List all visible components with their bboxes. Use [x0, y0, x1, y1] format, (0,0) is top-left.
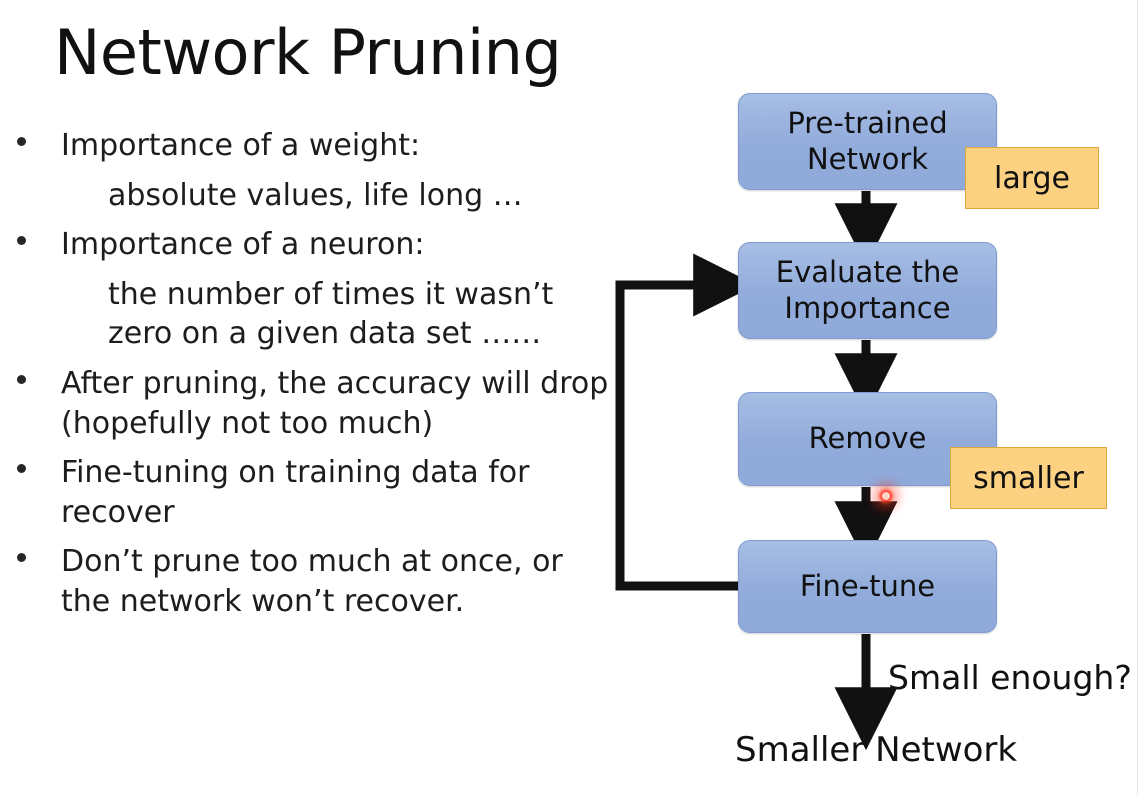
bullet-list: Importance of a weight: absolute values,…	[0, 126, 620, 632]
flow-node-fine-tune[interactable]: Fine-tune	[738, 540, 997, 633]
list-item-label: Importance of a neuron:	[61, 227, 425, 263]
list-item: Don’t prune too much at once, or the net…	[0, 542, 620, 621]
list-item: Importance of a neuron:	[0, 225, 620, 265]
list-item: After pruning, the accuracy will drop (h…	[0, 364, 620, 443]
list-item-label: Don’t prune too much at once, or the net…	[61, 544, 563, 619]
flow-node-evaluate-the-importance[interactable]: Evaluate the Importance	[738, 242, 997, 339]
badge-smaller: smaller	[950, 447, 1107, 509]
list-item: Importance of a weight:	[0, 126, 620, 166]
bullet-dot-icon	[17, 464, 26, 474]
label-small-enough: Small enough?	[888, 658, 1132, 697]
bullet-dot-icon	[17, 236, 26, 246]
badge-large: large	[965, 147, 1099, 209]
list-item-label: Importance of a weight:	[61, 128, 421, 163]
list-item-subtext: the number of times it wasn’t zero on a …	[108, 276, 554, 352]
list-item-label: After pruning, the accuracy will drop (h…	[61, 365, 609, 441]
list-item: Fine-tuning on training data for recover	[0, 453, 620, 532]
page-title: Network Pruning	[54, 16, 562, 89]
flow-node-pre-trained-network[interactable]: Pre-trained Network	[738, 93, 997, 190]
label-smaller-network: Smaller Network	[735, 730, 1018, 770]
red-click-indicator-icon	[877, 487, 895, 505]
bullet-dot-icon	[17, 553, 26, 563]
list-item-subtext: absolute values, life long …	[108, 177, 523, 213]
bullet-dot-icon	[17, 137, 26, 146]
list-item-label: Fine-tuning on training data for recover	[61, 455, 530, 530]
arrow-feedback-loop	[615, 253, 757, 591]
bullet-dot-icon	[17, 374, 26, 384]
